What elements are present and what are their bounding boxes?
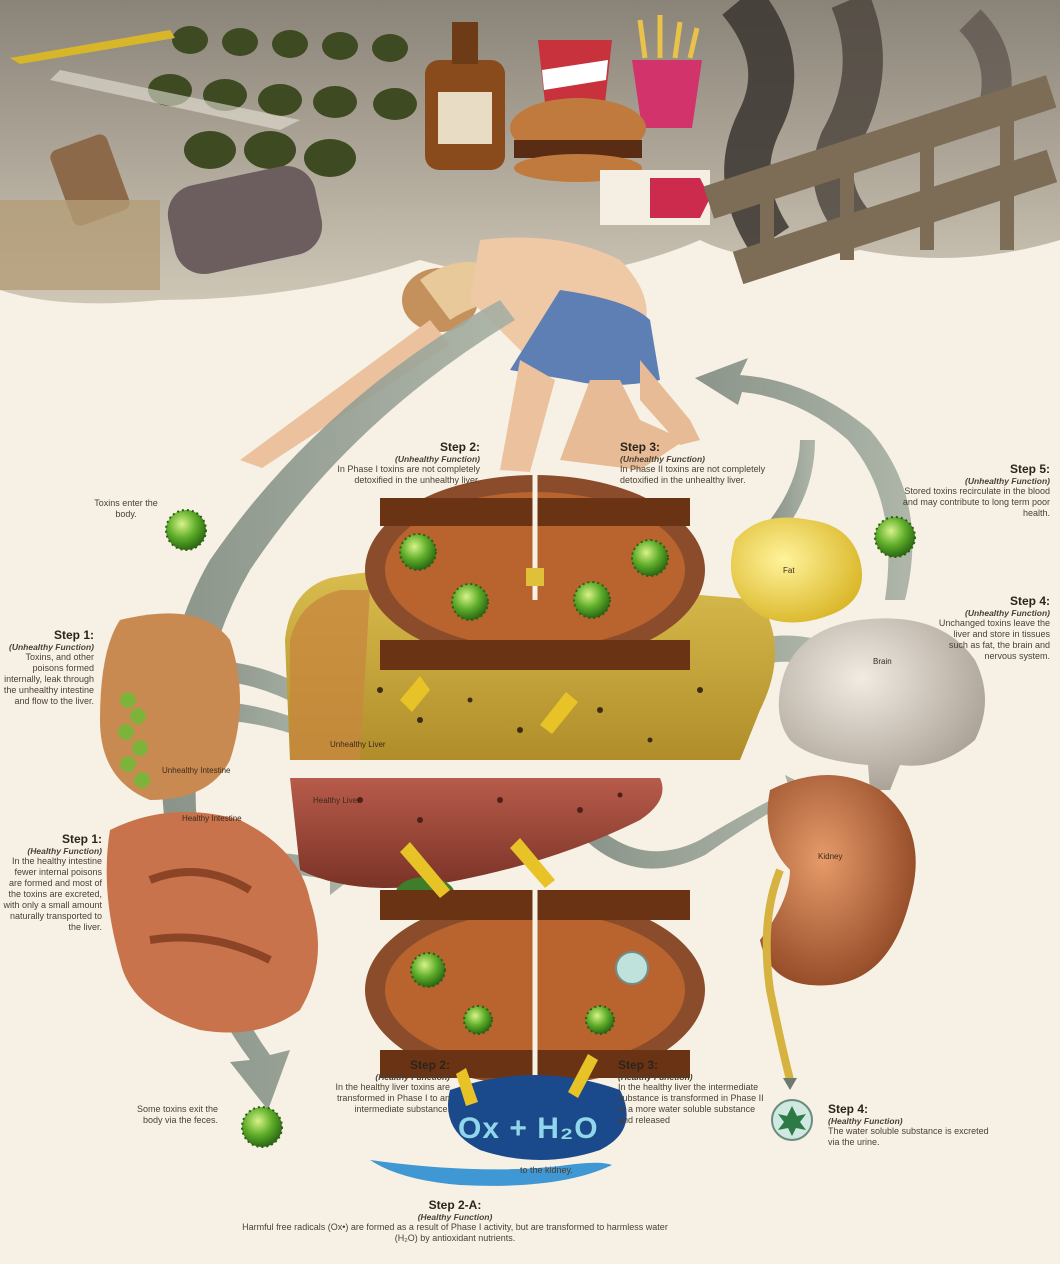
step-function: (Unhealthy Function)	[965, 608, 1050, 618]
step-heading: Step 2-A:	[428, 1198, 482, 1212]
step-body: In the healthy liver the intermediate su…	[618, 1082, 764, 1125]
kidney-label: Kidney	[818, 852, 843, 861]
caption-text: Toxins enter the body.	[94, 498, 158, 519]
kidney	[760, 775, 916, 986]
yellow-arrows	[400, 676, 598, 1106]
step-function: (Healthy Function)	[417, 1212, 493, 1222]
step-function: (Healthy Function)	[375, 1072, 450, 1082]
step-heading: Step 3:	[620, 440, 661, 454]
caption-to-kidney: to the kidney.	[520, 1165, 620, 1176]
step-heading: Step 1:	[53, 628, 94, 642]
caption-step1-healthy: Step 1: (Healthy Function) In the health…	[2, 832, 102, 933]
caption-step2-unhealthy: Step 2: (Unhealthy Function) In Phase I …	[320, 440, 480, 486]
step-body: In the healthy liver toxins are transfor…	[335, 1082, 450, 1114]
step-body: Toxins, and other poisons formed interna…	[3, 652, 94, 706]
caption-text: to the kidney.	[520, 1165, 573, 1175]
caption-step3-unhealthy: Step 3: (Unhealthy Function) In Phase II…	[620, 440, 780, 486]
fat-tissue	[730, 517, 862, 623]
ureter	[762, 868, 794, 1081]
unhealthy-liver-label: Unhealthy Liver	[330, 740, 386, 749]
caption-toxins-enter: Toxins enter the body.	[86, 498, 166, 520]
step-heading: Step 4:	[828, 1102, 869, 1116]
toxin-particles	[165, 509, 916, 1148]
brain	[778, 618, 985, 790]
step-heading: Step 5:	[1009, 462, 1050, 476]
healthy-intestine-label: Healthy Intestine	[182, 814, 242, 823]
step-function: (Unhealthy Function)	[965, 476, 1050, 486]
healthy-liver-label: Healthy Liver	[313, 796, 360, 805]
step-function: (Healthy Function)	[828, 1116, 903, 1126]
step-body: The water soluble substance is excreted …	[828, 1126, 989, 1147]
step-function: (Healthy Function)	[618, 1072, 693, 1082]
caption-step5-unhealthy: Step 5: (Unhealthy Function) Stored toxi…	[900, 462, 1050, 519]
step-body: Harmful free radicals (Ox•) are formed a…	[242, 1222, 668, 1243]
step-function: (Unhealthy Function)	[395, 454, 480, 464]
unhealthy-intestine-label: Unhealthy Intestine	[162, 766, 231, 775]
fat-label: Fat	[783, 566, 795, 575]
unhealthy-liver	[285, 470, 775, 760]
healthy-liver-cell	[365, 880, 705, 1085]
step-body: Stored toxins recirculate in the blood a…	[902, 486, 1050, 518]
step-heading: Step 2:	[439, 440, 480, 454]
caption-step1-unhealthy: Step 1: (Unhealthy Function) Toxins, and…	[2, 628, 94, 707]
brain-label: Brain	[873, 657, 892, 666]
step-body: Unchanged toxins leave the liver and sto…	[938, 618, 1050, 661]
step-function: (Healthy Function)	[27, 846, 102, 856]
step-heading: Step 3:	[618, 1058, 659, 1072]
caption-step3-healthy: Step 3: (Healthy Function) In the health…	[618, 1058, 768, 1126]
step-heading: Step 4:	[1009, 594, 1050, 608]
intestines	[100, 613, 319, 1033]
step-body: In Phase I toxins are not completely det…	[337, 464, 480, 485]
sick-man	[240, 237, 700, 472]
step-function: (Unhealthy Function)	[620, 454, 705, 464]
step-heading: Step 2:	[409, 1058, 450, 1072]
step-body: In Phase II toxins are not completely de…	[620, 464, 766, 485]
pollution-scene	[0, 0, 1060, 304]
step-body: In the healthy intestine fewer internal …	[3, 856, 102, 932]
step-function: (Unhealthy Function)	[9, 642, 94, 652]
caption-text: Some toxins exit the body via the feces.	[136, 1104, 218, 1125]
water-pool	[370, 1075, 627, 1186]
caption-step2a-healthy: Step 2-A: (Healthy Function) Harmful fre…	[240, 1198, 670, 1244]
caption-feces: Some toxins exit the body via the feces.	[130, 1104, 218, 1126]
free-radical-water-formula: Ox + H₂O	[458, 1112, 599, 1145]
caption-step2-healthy: Step 2: (Healthy Function) In the health…	[300, 1058, 450, 1115]
caption-step4-healthy: Step 4: (Healthy Function) The water sol…	[828, 1102, 998, 1148]
step-heading: Step 1:	[61, 832, 102, 846]
caption-step4-unhealthy: Step 4: (Unhealthy Function) Unchanged t…	[935, 594, 1050, 662]
